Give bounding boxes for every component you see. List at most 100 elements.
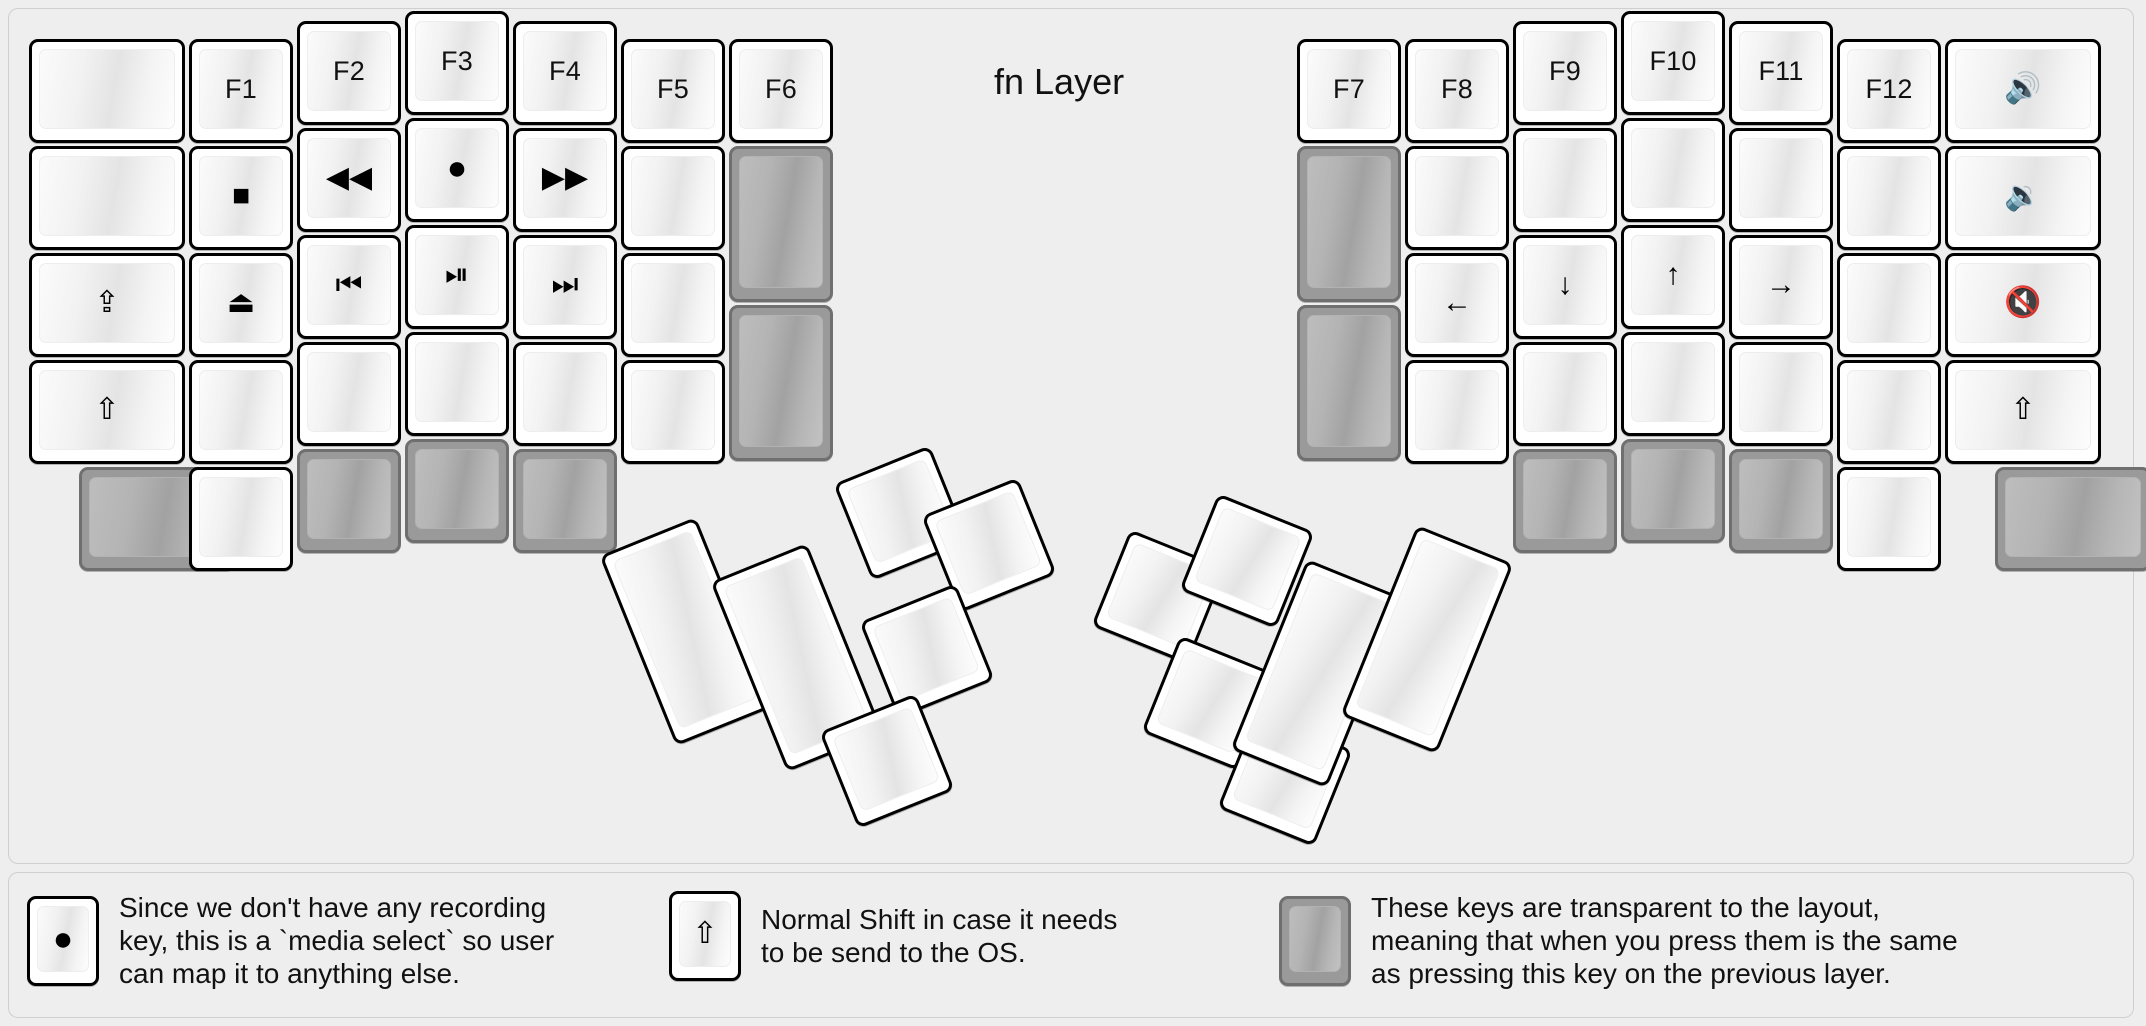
key-l-c6-r2[interactable] (729, 305, 833, 461)
keycap-surface (1193, 506, 1302, 612)
key-r-c0-r2[interactable] (1297, 305, 1401, 461)
key-l-c0-r2[interactable]: ⇪ (29, 253, 185, 357)
keycap-surface: → (1739, 245, 1823, 325)
key-l-c1-r2[interactable]: ⏏ (189, 253, 293, 357)
key-l-c3-r4[interactable] (405, 439, 509, 543)
key-r-c6-r4[interactable] (1995, 467, 2146, 571)
key-r-c3-r1[interactable] (1621, 118, 1725, 222)
key-glyph-icon: ⏮ (335, 268, 363, 301)
keycap-surface: ● (37, 905, 89, 972)
key-label: F6 (765, 73, 797, 104)
keycap-surface (415, 449, 499, 529)
key-r-c2-r4[interactable] (1513, 449, 1617, 553)
key-r-c3-r4[interactable] (1621, 439, 1725, 543)
key-r-c3-r0[interactable]: F10 (1621, 11, 1725, 115)
key-l-c5-r0[interactable]: F5 (621, 39, 725, 143)
key-r-c1-r1[interactable] (1405, 146, 1509, 250)
keycap-surface (1289, 905, 1341, 972)
key-r-c5-r1[interactable] (1837, 146, 1941, 250)
key-l-c1-r1[interactable]: ■ (189, 146, 293, 250)
keycap-surface (1631, 128, 1715, 208)
key-r-c2-r0[interactable]: F9 (1513, 21, 1617, 125)
key-r-c5-r2[interactable] (1837, 253, 1941, 357)
key-l-c3-r3[interactable] (405, 332, 509, 436)
key-l-c5-r1[interactable] (621, 146, 725, 250)
key-r-c6-r2[interactable]: 🔇 (1945, 253, 2101, 357)
keycap-surface (934, 490, 1043, 596)
keycap-surface: ⏏ (199, 263, 283, 343)
key-l-c5-r3[interactable] (621, 360, 725, 464)
key-l-c4-r1[interactable]: ▶▶ (513, 128, 617, 232)
key-r-c3-r2[interactable]: ↑ (1621, 225, 1725, 329)
legend-text: Since we don't have any recording key, t… (119, 892, 555, 990)
keycap-surface: ↑ (1631, 235, 1715, 315)
legend-transparent: These keys are transparent to the layout… (1279, 891, 1958, 990)
key-r-c2-r3[interactable] (1513, 342, 1617, 446)
keycap-surface (39, 156, 175, 236)
key-r-c2-r1[interactable] (1513, 128, 1617, 232)
key-r-c0-r1[interactable] (1297, 146, 1401, 302)
keycap-surface: F9 (1523, 31, 1607, 111)
key-r-c5-r4[interactable] (1837, 467, 1941, 571)
key-r-c4-r4[interactable] (1729, 449, 1833, 553)
key-r-c1-r0[interactable]: F8 (1405, 39, 1509, 143)
key-l-c1-r0[interactable]: F1 (189, 39, 293, 143)
key-l-c0-r1[interactable] (29, 146, 185, 250)
key-label: F1 (225, 73, 257, 104)
key-r-c3-r3[interactable] (1621, 332, 1725, 436)
key-l-c4-r3[interactable] (513, 342, 617, 446)
key-l-c4-r4[interactable] (513, 449, 617, 553)
key-l-c2-r1[interactable]: ◀◀ (297, 128, 401, 232)
key-l-c5-r2[interactable] (621, 253, 725, 357)
key-r-c1-r3[interactable] (1405, 360, 1509, 464)
key-l-c4-r0[interactable]: F4 (513, 21, 617, 125)
key-l-c2-r3[interactable] (297, 342, 401, 446)
key-l-c1-r4[interactable] (189, 467, 293, 571)
keycap-surface (872, 596, 981, 702)
key-label: F11 (1758, 55, 1804, 86)
key-l-c2-r2[interactable]: ⏮ (297, 235, 401, 339)
legend-text: These keys are transparent to the layout… (1371, 892, 1958, 990)
keycap-surface (1739, 352, 1823, 432)
key-r-c2-r2[interactable]: ↓ (1513, 235, 1617, 339)
key-l-c4-r2[interactable]: ⏭ (513, 235, 617, 339)
key-l-c6-r1[interactable] (729, 146, 833, 302)
keycap-surface (1307, 315, 1391, 447)
keycap-surface (1415, 156, 1499, 236)
key-l-c2-r0[interactable]: F2 (297, 21, 401, 125)
keycap-surface: F1 (199, 49, 283, 129)
keycap-surface: 🔊 (1955, 49, 2091, 129)
key-r-c1-r2[interactable]: ← (1405, 253, 1509, 357)
keycap-surface: ■ (199, 156, 283, 236)
keycap-surface (739, 156, 823, 288)
key-label: F10 (1649, 45, 1697, 76)
key-l-c0-r3[interactable]: ⇧ (29, 360, 185, 464)
key-l-c2-r4[interactable] (297, 449, 401, 553)
key-glyph-icon: ⇧ (94, 393, 120, 426)
legend-key-sample: ● (27, 895, 99, 986)
key-label: F8 (1441, 73, 1473, 104)
key-r-c0-r0[interactable]: F7 (1297, 39, 1401, 143)
key-l-c6-r0[interactable]: F6 (729, 39, 833, 143)
key-r-c5-r0[interactable]: F12 (1837, 39, 1941, 143)
key-r-c5-r3[interactable] (1837, 360, 1941, 464)
key-l-c1-r3[interactable] (189, 360, 293, 464)
key-l-c3-r2[interactable]: ⏯ (405, 225, 509, 329)
keycap-surface: F12 (1847, 49, 1931, 129)
keycap-surface: F7 (1307, 49, 1391, 129)
key-r-c4-r0[interactable]: F11 (1729, 21, 1833, 125)
key-r-c6-r3[interactable]: ⇧ (1945, 360, 2101, 464)
key-r-c4-r1[interactable] (1729, 128, 1833, 232)
key-l-c3-r0[interactable]: F3 (405, 11, 509, 115)
keycap-surface: ● (415, 128, 499, 208)
key-label: F5 (657, 73, 689, 104)
key-l-c0-r0[interactable] (29, 39, 185, 143)
key-r-c6-r0[interactable]: 🔊 (1945, 39, 2101, 143)
keycap-surface: ↓ (1523, 245, 1607, 325)
keycap-surface: F11 (1739, 31, 1823, 111)
key-r-c6-r1[interactable]: 🔉 (1945, 146, 2101, 250)
key-r-c4-r2[interactable]: → (1729, 235, 1833, 339)
key-l-c3-r1[interactable]: ● (405, 118, 509, 222)
key-glyph-icon: 🔉 (2004, 179, 2042, 212)
key-r-c4-r3[interactable] (1729, 342, 1833, 446)
